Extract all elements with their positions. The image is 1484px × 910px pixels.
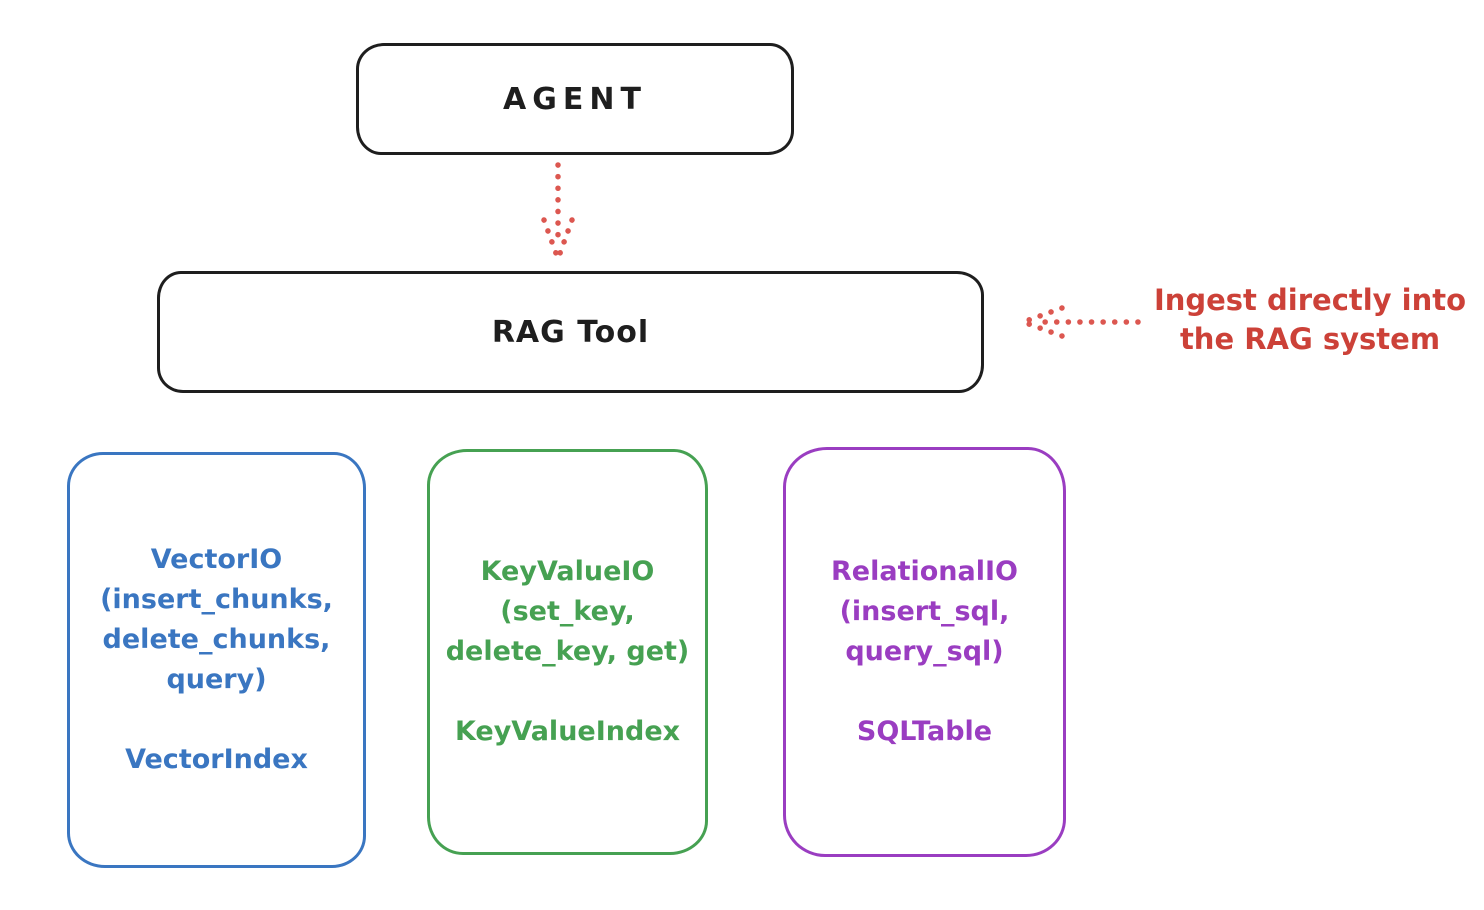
key-value-io-methods: KeyValueIO (set_key, delete_key, get) [446, 552, 690, 672]
relational-io-methods: RelationalIO (insert_sql, query_sql) [831, 552, 1018, 672]
vector-io-line: query) [166, 664, 267, 695]
relational-io-node: RelationalIO (insert_sql, query_sql) SQL… [783, 447, 1066, 857]
dotted-arrow-left-icon [1023, 305, 1141, 339]
agent-node: AGENT [356, 43, 794, 155]
vector-io-line: VectorIO [150, 544, 283, 575]
rag-tool-label: RAG Tool [491, 314, 650, 350]
vector-io-line: (insert_chunks, [100, 584, 333, 615]
key-value-io-node: KeyValueIO (set_key, delete_key, get) Ke… [427, 449, 708, 855]
rag-tool-node: RAG Tool [157, 271, 984, 393]
relational-io-line: query_sql) [845, 636, 1004, 667]
key-value-io-line: KeyValueIO [480, 556, 655, 587]
key-value-io-line: (set_key, [500, 596, 635, 627]
vector-io-methods: VectorIO (insert_chunks, delete_chunks, … [100, 540, 333, 700]
agent-label: AGENT [503, 81, 647, 117]
ingest-annotation: Ingest directly into the RAG system [1140, 281, 1480, 359]
ingest-annotation-line1: Ingest directly into [1153, 283, 1467, 317]
vector-io-node: VectorIO (insert_chunks, delete_chunks, … [67, 452, 366, 868]
key-value-index-label: KeyValueIndex [454, 716, 681, 747]
ingest-annotation-line2: the RAG system [1179, 322, 1441, 356]
dotted-arrow-down-icon [541, 162, 575, 259]
relational-io-line: (insert_sql, [839, 596, 1010, 627]
vector-index-label: VectorIndex [125, 744, 308, 775]
key-value-io-line: delete_key, get) [445, 636, 690, 667]
vector-io-line: delete_chunks, [102, 624, 331, 655]
sql-table-label: SQLTable [856, 716, 993, 747]
relational-io-line: RelationalIO [831, 556, 1018, 587]
